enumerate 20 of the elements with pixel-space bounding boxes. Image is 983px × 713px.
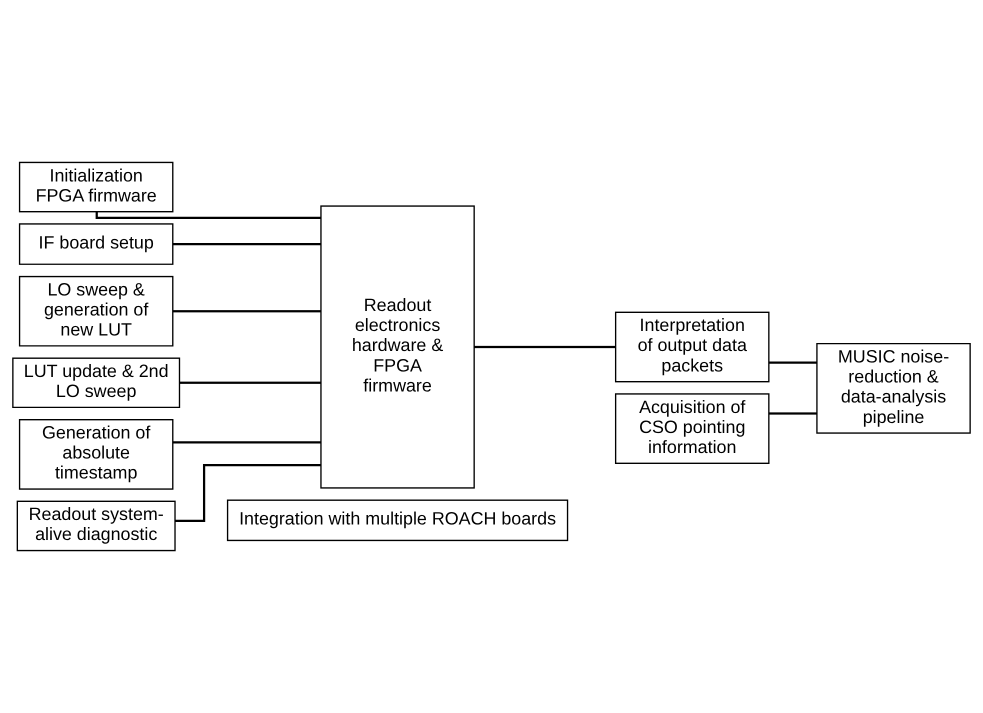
node-box: LO sweep & generation of new LUT — [18, 276, 174, 347]
connector — [175, 464, 321, 522]
connector — [96, 212, 321, 219]
node-box: Acquisition of CSO pointing information — [614, 393, 770, 464]
node-box: Generation of absolute timestamp — [18, 419, 174, 490]
node-box: Interpretation of output data packets — [614, 312, 770, 382]
connector — [173, 441, 321, 444]
connector — [768, 362, 817, 364]
node-box: IF board setup — [18, 223, 174, 265]
connector — [180, 382, 321, 384]
node-box: MUSIC noise-reduction & data-analysis pipeline — [816, 342, 971, 434]
connector — [173, 243, 321, 246]
node-box: Initialization FPGA firmware — [18, 162, 174, 212]
connector — [474, 346, 616, 348]
node-box: Readout system-alive diagnostic — [16, 500, 176, 552]
connector — [173, 310, 321, 312]
node-box: Integration with multiple ROACH boards — [226, 500, 568, 542]
connector — [768, 412, 817, 415]
node-box: Readout electronics hardware & FPGA firmware — [320, 205, 475, 489]
node-box: LUT update & 2nd LO sweep — [12, 358, 180, 408]
